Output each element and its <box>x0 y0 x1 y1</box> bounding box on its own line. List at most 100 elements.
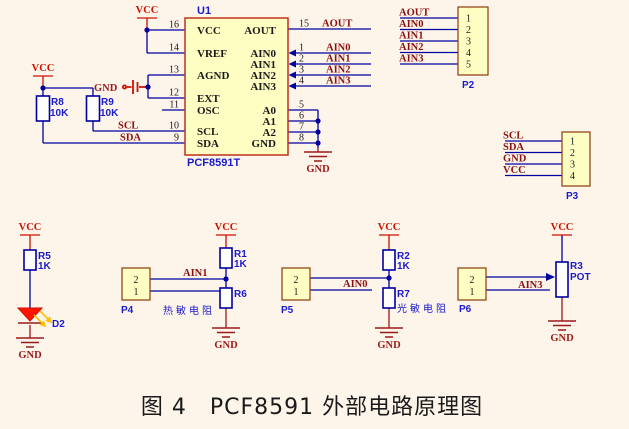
ic-pin-label-vref: VREF <box>197 48 227 60</box>
ic-pin-number-2: 2 <box>299 54 304 65</box>
connector-pin-number: 1 <box>294 287 299 298</box>
ic-designator: U1 <box>197 5 211 17</box>
connector-p3: 1 2 3 4 SCL SDA GND VCC P3 <box>503 131 591 202</box>
resistor-value: 1K <box>234 259 248 270</box>
connector-pin-number: 1 <box>134 287 139 298</box>
ic-pin-label-sda: SDA <box>197 138 219 150</box>
resistor-value: 1K <box>38 261 52 272</box>
photoresistor-annotation: 光敏电阻 <box>397 302 449 315</box>
resistor-r8: R8 10K <box>35 95 69 122</box>
vcc-symbol <box>17 221 43 236</box>
connector-designator: P2 <box>462 80 475 91</box>
ic-pin-number-13: 13 <box>169 65 179 76</box>
vcc-symbol <box>213 221 239 236</box>
power-wires <box>29 18 563 338</box>
ic-pin-number-5: 5 <box>299 100 304 111</box>
connector-pin-number: 2 <box>470 275 475 286</box>
ic-u1: U1 PCF8591T VCC VREF AGND EXT OSC SCL SD… <box>169 5 309 169</box>
connector-pin-number: 3 <box>570 160 575 171</box>
connector-p2: 1 2 3 4 5 AOUT AIN0 AIN1 AIN2 AIN3 P2 <box>399 6 489 91</box>
connector-pin-number: 2 <box>294 275 299 286</box>
gnd-symbol <box>303 151 333 176</box>
net-label-ain3: AIN3 <box>518 280 543 291</box>
ic-pin-number-8: 8 <box>299 133 304 144</box>
net-label-ain1: AIN1 <box>326 54 351 65</box>
ic-pin-label-ain3: AIN3 <box>250 81 276 93</box>
ic-pin-label-ain1: AIN1 <box>250 59 276 71</box>
vcc-symbol <box>30 62 56 77</box>
ic-pin-number-15: 15 <box>299 19 309 30</box>
ic-pin-label-a2: A2 <box>263 127 277 139</box>
resistor-value: POT <box>570 272 591 283</box>
connector-pin-number: 2 <box>134 275 139 286</box>
connector-p4: 2 1 P4 <box>121 267 151 316</box>
resistor-r1: R1 1K <box>219 247 248 270</box>
connector-pin-number: 1 <box>470 287 475 298</box>
connector-designator: P4 <box>121 305 134 316</box>
ic-pin-label-osc: OSC <box>197 105 220 117</box>
gnd-symbol <box>211 327 241 352</box>
connector-pin-number: 3 <box>466 37 471 48</box>
resistor-value: 1K <box>397 261 411 272</box>
vcc-symbol <box>376 221 402 236</box>
resistor-r7: R7 <box>382 287 410 309</box>
resistor-designator: R8 <box>51 97 64 108</box>
ic-pin-number-6: 6 <box>299 111 304 122</box>
ic-pin-label-a1: A1 <box>263 116 276 128</box>
connector-p6: 2 1 P6 <box>457 267 487 315</box>
net-label-ain0: AIN0 <box>399 19 424 30</box>
net-label-ain1: AIN1 <box>183 268 208 279</box>
connector-designator: P6 <box>459 304 472 315</box>
junction-dots <box>40 27 392 282</box>
resistor-r6: R6 <box>219 287 247 309</box>
ic-pin-label-aout: AOUT <box>244 25 276 37</box>
resistor-r2: R2 1K <box>382 249 411 272</box>
capacitor-c1: GND <box>94 80 148 94</box>
ic-pin-number-14: 14 <box>169 43 179 54</box>
net-label-scl: SCL <box>118 121 138 132</box>
connector-pin-number: 2 <box>570 148 575 159</box>
connector-p5: 2 1 P5 <box>281 267 311 316</box>
vcc-symbol <box>134 4 160 19</box>
gnd-symbol <box>374 327 404 352</box>
resistor-designator: R2 <box>397 251 410 262</box>
connector-pin-number: 4 <box>466 48 471 59</box>
ic-pin-label-agnd: AGND <box>197 70 229 82</box>
resistor-designator: R9 <box>101 97 114 108</box>
ic-pin-number-1: 1 <box>299 43 304 54</box>
ic-part-number: PCF8591T <box>187 157 240 169</box>
ic-pin-label-ain0: AIN0 <box>250 48 276 60</box>
resistor-r5: R5 1K <box>23 249 52 272</box>
resistor-r9: R9 10K <box>85 95 119 122</box>
ain-input-arrows <box>288 49 296 90</box>
connector-designator: P5 <box>281 305 294 316</box>
net-label-aout: AOUT <box>322 19 352 30</box>
resistor-designator: R6 <box>234 289 247 300</box>
led-d2: D2 <box>16 307 65 330</box>
thermistor-annotation: 热敏电阻 <box>163 304 215 317</box>
ic-pin-number-16: 16 <box>169 20 179 31</box>
ic-pin-number-11: 11 <box>169 100 179 111</box>
ic-pin-number-12: 12 <box>169 88 179 99</box>
diode-designator: D2 <box>52 319 65 330</box>
resistor-designator: R3 <box>570 261 583 272</box>
ic-pin-label-a0: A0 <box>263 105 277 117</box>
gnd-symbol <box>547 320 577 345</box>
net-label-ain3: AIN3 <box>399 54 424 65</box>
ic-pin-number-7: 7 <box>299 122 304 133</box>
connector-pin-number: 2 <box>466 25 471 36</box>
net-label-ain2: AIN2 <box>326 65 351 76</box>
connector-designator: P3 <box>566 191 579 202</box>
connector-pin-number: 1 <box>466 14 471 25</box>
ic-pin-label-ain2: AIN2 <box>250 70 276 82</box>
net-label-gnd: GND <box>503 154 527 165</box>
net-label-ain0: AIN0 <box>343 279 368 290</box>
ic-pin-label-ext: EXT <box>197 93 220 105</box>
ic-pin-label-vcc: VCC <box>197 25 221 37</box>
net-label-vcc: VCC <box>503 165 526 176</box>
ic-pin-label-scl: SCL <box>197 126 218 138</box>
net-label-sda: SDA <box>120 133 141 144</box>
resistor-designator: R5 <box>38 251 51 262</box>
ic-pin-label-gnd: GND <box>252 138 277 150</box>
